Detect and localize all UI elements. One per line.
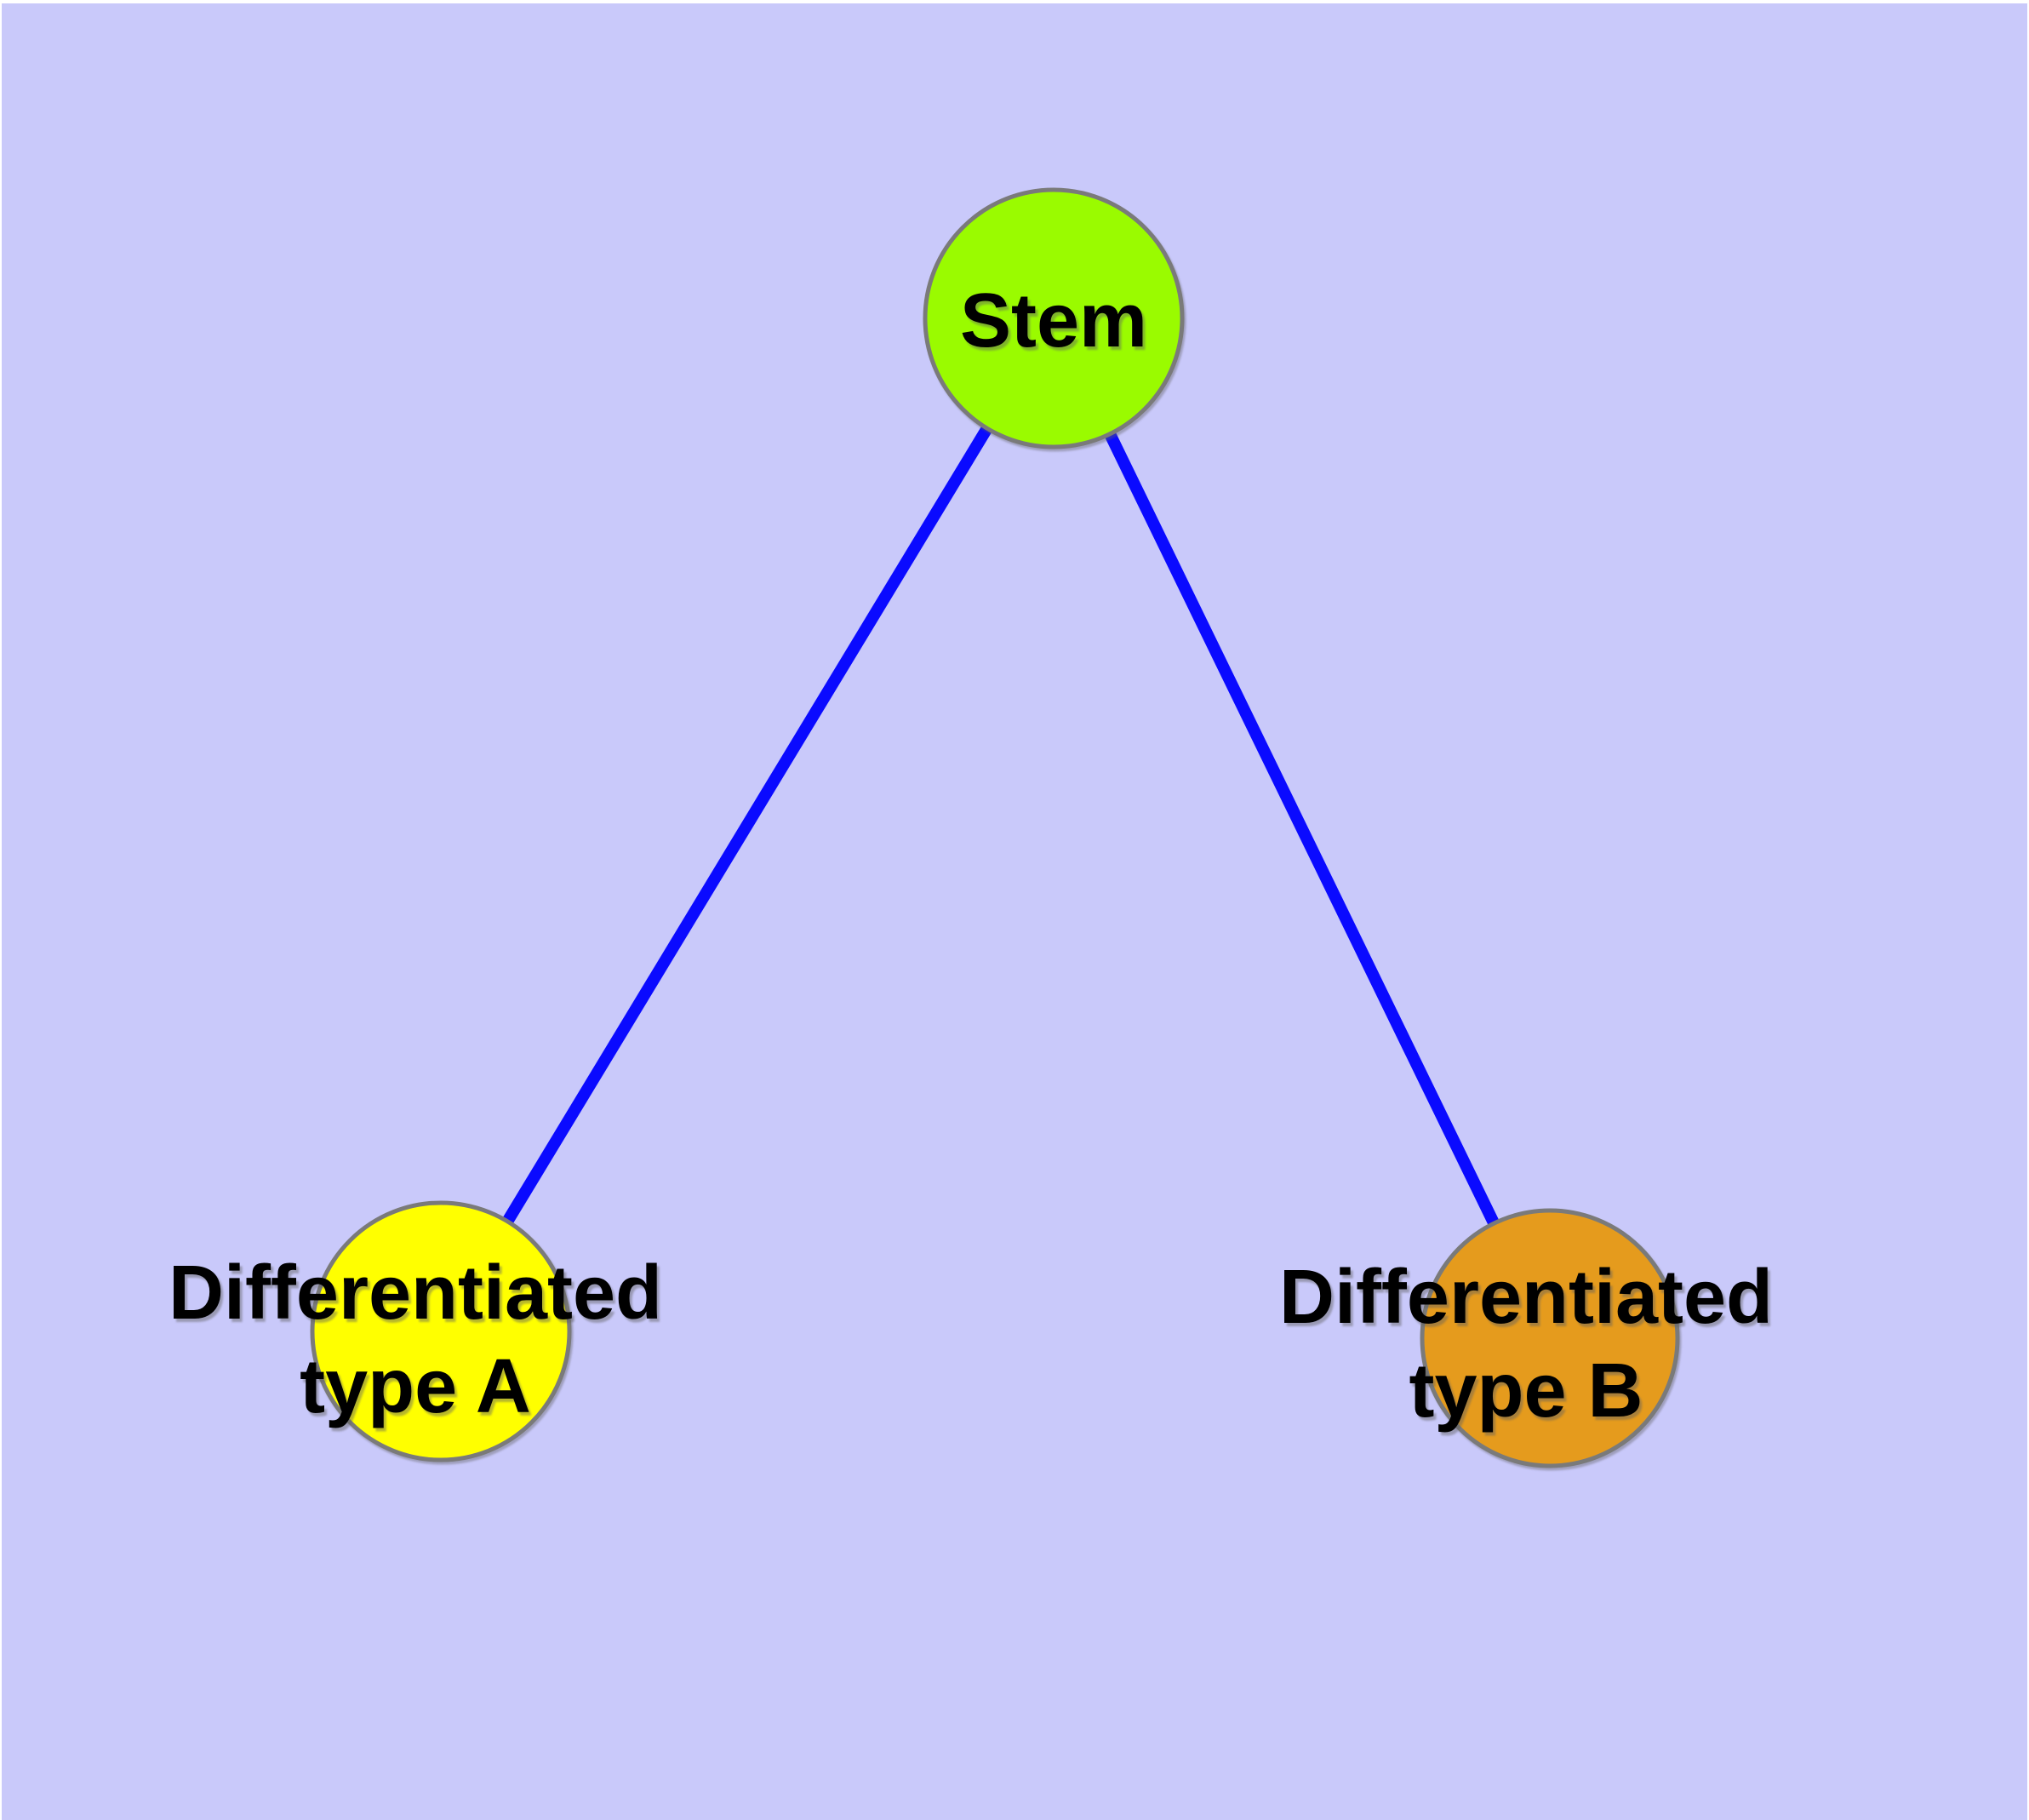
node-label-type-a-line1: Differentiated bbox=[169, 1251, 662, 1336]
node-label-type-b-line2: type B bbox=[1409, 1348, 1643, 1434]
node-label-type-b-line1: Differentiated bbox=[1279, 1255, 1773, 1340]
node-label-stem: Stem bbox=[960, 278, 1147, 363]
edge-group bbox=[436, 315, 1556, 1342]
node-differentiated-type-a bbox=[310, 1200, 572, 1462]
edge-stem-to-type-a bbox=[436, 315, 1059, 1335]
node-differentiated-type-b bbox=[1420, 1208, 1680, 1468]
label-group: Stem Differentiated type A Differentiate… bbox=[169, 278, 1773, 1434]
node-group bbox=[310, 187, 1680, 1468]
node-stem bbox=[923, 187, 1185, 449]
node-label-type-a-line2: type A bbox=[300, 1344, 531, 1429]
edge-stem-to-type-b bbox=[1048, 315, 1556, 1342]
